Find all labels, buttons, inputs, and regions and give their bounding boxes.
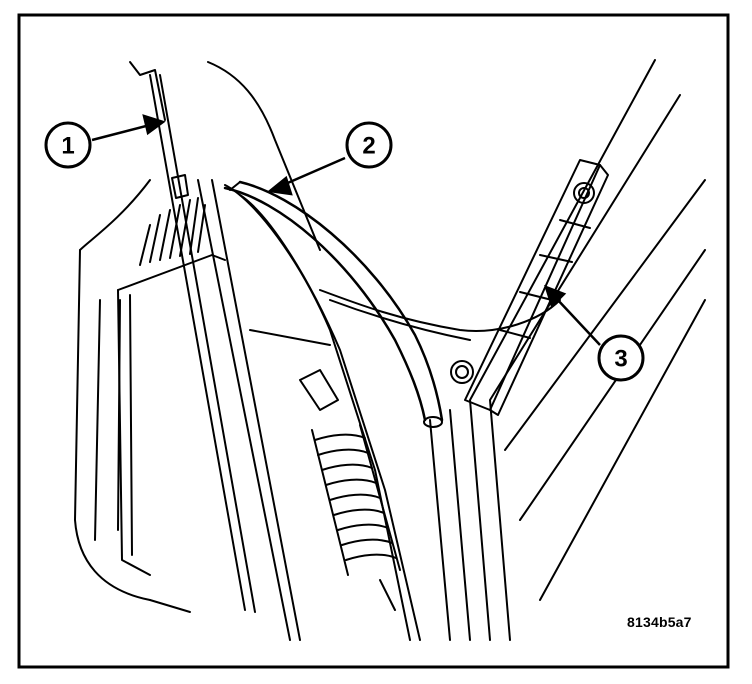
glass-run-channel [149, 74, 301, 641]
callout-2-label: 2 [362, 133, 375, 160]
callout-3-label: 3 [614, 346, 627, 373]
callout-3-circle [597, 334, 645, 382]
wiring-boot [299, 369, 401, 611]
figure-id-label: 8134b5a7 [627, 614, 692, 630]
leader-arrow-1 [91, 114, 166, 142]
leader-arrow-2 [266, 156, 346, 196]
callout-1-circle [44, 121, 92, 169]
door-pillar [429, 59, 706, 641]
callout-1-label: 1 [61, 133, 74, 160]
window-frame [224, 184, 561, 641]
leader-arrow-3 [544, 284, 601, 346]
upper-bolt-icon [573, 182, 595, 204]
lower-bolt-icon [450, 360, 474, 384]
drain-hose [223, 180, 444, 428]
callout-2-circle [345, 121, 393, 169]
module-housing [117, 174, 226, 576]
